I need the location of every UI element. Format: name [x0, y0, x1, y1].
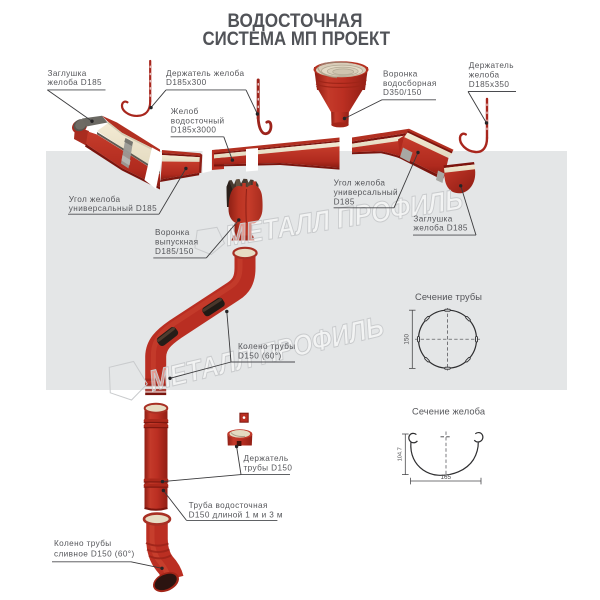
- svg-text:ВОДОСТОЧНАЯ: ВОДОСТОЧНАЯ: [228, 10, 363, 32]
- svg-text:Держатель желоба: Держатель желоба: [166, 69, 244, 78]
- svg-text:Труба водосточная: Труба водосточная: [189, 501, 268, 510]
- svg-text:Угол желоба: Угол желоба: [334, 179, 386, 188]
- svg-text:150: 150: [404, 334, 411, 345]
- svg-text:165: 165: [441, 474, 452, 481]
- svg-text:D185/150: D185/150: [155, 247, 194, 256]
- svg-text:Желоб: Желоб: [171, 107, 199, 116]
- svg-text:выпускная: выпускная: [155, 238, 198, 247]
- svg-text:D185х3000: D185х3000: [171, 125, 217, 134]
- svg-text:трубы D150: трубы D150: [244, 464, 293, 473]
- svg-text:Держатель: Держатель: [244, 454, 289, 463]
- svg-text:желоба D185: желоба D185: [48, 78, 103, 87]
- svg-text:Сечение желоба: Сечение желоба: [412, 407, 486, 417]
- svg-text:Колено трубы: Колено трубы: [238, 342, 296, 351]
- svg-text:универсальный: универсальный: [334, 188, 398, 197]
- svg-text:D150 длиной 1 м и 3 м: D150 длиной 1 м и 3 м: [189, 510, 283, 519]
- svg-text:D150 (60°): D150 (60°): [238, 351, 282, 360]
- svg-text:D185х300: D185х300: [166, 78, 207, 87]
- svg-text:D185: D185: [334, 197, 355, 206]
- svg-text:D350/150: D350/150: [383, 88, 422, 97]
- svg-text:Держатель: Держатель: [469, 61, 514, 70]
- svg-text:желоба D185: желоба D185: [413, 224, 468, 233]
- svg-text:104.7: 104.7: [397, 447, 403, 461]
- svg-text:Заглушка: Заглушка: [48, 69, 87, 78]
- svg-text:сливное D150 (60°): сливное D150 (60°): [54, 549, 135, 558]
- svg-text:Заглушка: Заглушка: [413, 215, 452, 224]
- svg-text:Сечение трубы: Сечение трубы: [415, 292, 482, 302]
- svg-text:Воронка: Воронка: [155, 228, 190, 237]
- svg-text:универсальный D185: универсальный D185: [69, 204, 157, 213]
- svg-text:Угол желоба: Угол желоба: [69, 195, 121, 204]
- svg-text:Колено трубы: Колено трубы: [54, 539, 112, 548]
- svg-text:D185х350: D185х350: [469, 80, 510, 89]
- svg-text:Воронка: Воронка: [383, 70, 418, 79]
- svg-text:СИСТЕМА МП ПРОЕКТ: СИСТЕМА МП ПРОЕКТ: [203, 28, 391, 50]
- svg-text:желоба: желоба: [469, 71, 500, 80]
- svg-text:водосточный: водосточный: [171, 117, 225, 126]
- svg-text:водосборная: водосборная: [383, 79, 437, 88]
